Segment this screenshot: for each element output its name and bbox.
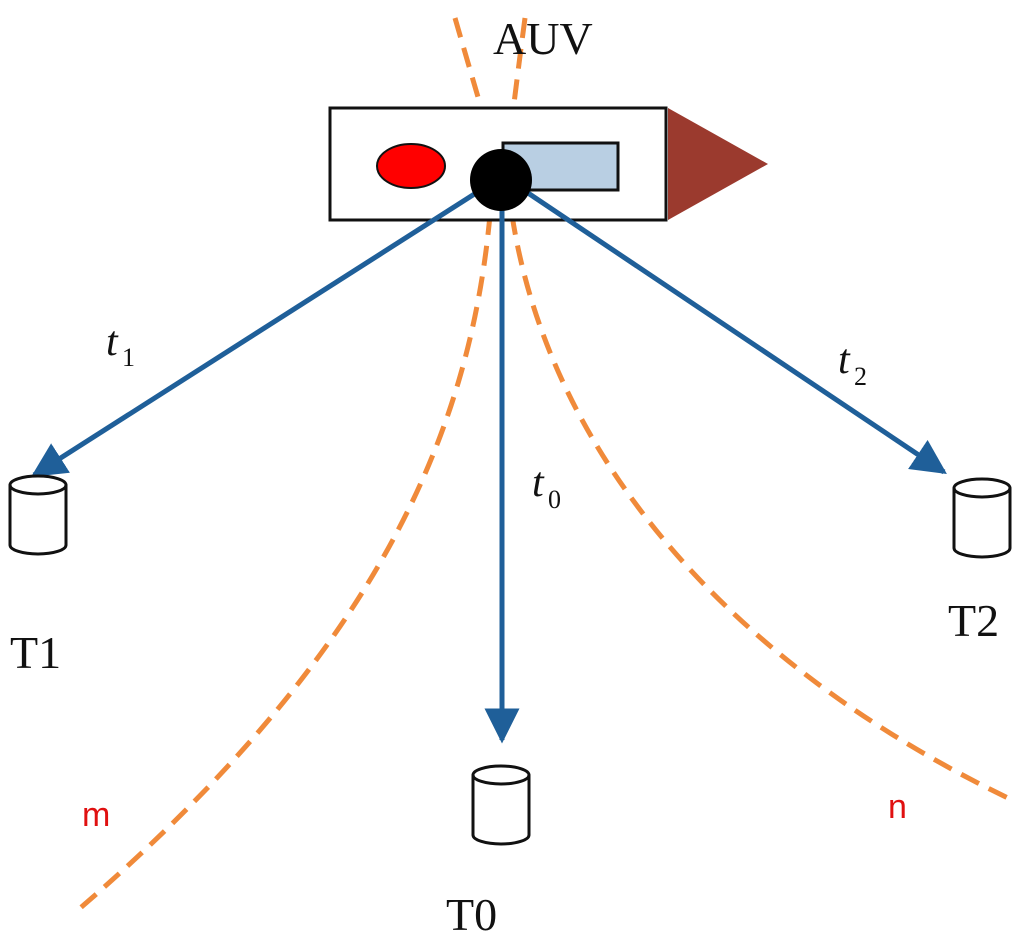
transponder-t1-label: T1 (10, 627, 61, 678)
auv-nose (668, 108, 768, 220)
transponder-t1-icon (8, 474, 68, 556)
curve-n-label: n (888, 788, 907, 826)
transponder-t0-label: T0 (446, 889, 497, 940)
svg-text:t: t (838, 337, 851, 383)
transponder-t2-label: T2 (948, 595, 999, 646)
arrow-t2 (526, 190, 947, 475)
arrow-t1 (31, 190, 478, 478)
auv-red-sensor (376, 143, 446, 189)
svg-text:t: t (532, 460, 545, 506)
auv-vehicle (328, 106, 768, 222)
auv-transducer-hub (470, 149, 532, 211)
auv-label: AUV (493, 13, 593, 64)
transponder-t0-icon (471, 764, 531, 846)
signal-time-t0-label: t 0 (532, 460, 561, 514)
curve-n-lower (509, 214, 1014, 803)
curve-m-label: m (82, 796, 110, 834)
signal-time-t2-label: t 2 (838, 337, 867, 391)
svg-text:2: 2 (854, 362, 867, 391)
svg-text:t: t (106, 319, 119, 365)
signal-arrows (31, 190, 947, 744)
curve-m-lower (76, 214, 493, 912)
transponder-t2-icon (952, 477, 1012, 559)
signal-time-t1-label: t 1 (106, 319, 135, 372)
svg-text:1: 1 (122, 343, 135, 372)
svg-text:0: 0 (548, 485, 561, 514)
